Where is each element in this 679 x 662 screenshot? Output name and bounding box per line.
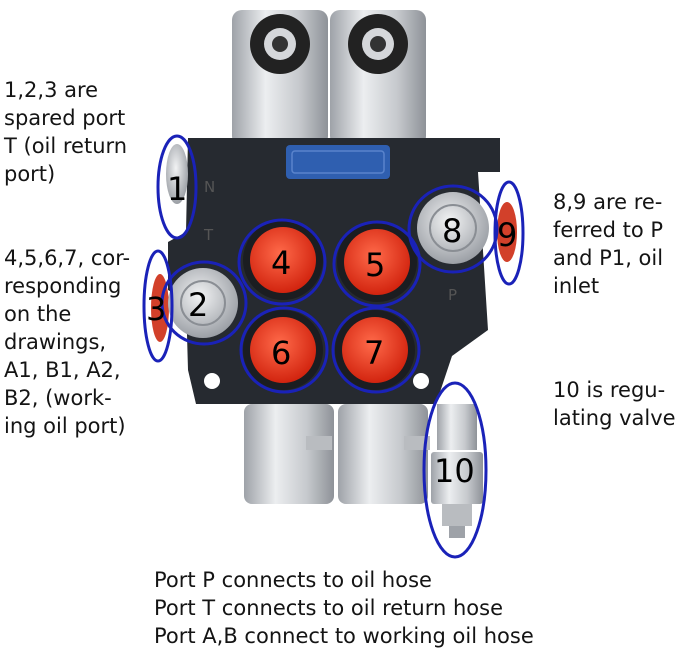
port-3-label: 3 (146, 290, 166, 328)
port-legend: Port P connects to oil hose Port T conne… (154, 566, 679, 650)
port-7-label: 7 (364, 334, 384, 372)
port-6-circle (239, 306, 329, 394)
port-2-circle (160, 260, 248, 346)
port-1-circle (156, 134, 198, 240)
note-line: spared port (4, 106, 126, 130)
note-line: inlet (553, 274, 600, 298)
mark-n: N (204, 178, 215, 196)
spare-ports-note: 1,2,3 are spared port T (oil return port… (4, 76, 154, 188)
port-9-plug (497, 202, 517, 262)
port-10-circle (422, 381, 488, 559)
port-6-label: 6 (271, 334, 291, 372)
port-4-circle (237, 218, 327, 306)
name-plate (286, 145, 390, 179)
port-8-plug (417, 192, 489, 264)
note-line: on the (4, 302, 72, 326)
note-line: 4,5,6,7, cor- (4, 246, 131, 270)
port-9-circle (493, 180, 525, 286)
note-line: 10 is regu- (553, 378, 666, 402)
mount-hole (204, 373, 220, 389)
port-7-circle (331, 306, 421, 394)
port-10-label: 10 (434, 452, 475, 490)
spool-housing-bottom-right (338, 404, 430, 504)
mark-p: P (448, 286, 457, 304)
port-3-circle (142, 249, 174, 363)
port-1-label: 1 (167, 170, 187, 208)
note-line: ferred to P (553, 218, 664, 242)
port-8-circle (407, 184, 499, 274)
port-1-plug (166, 144, 188, 204)
spool-housing-bottom-left (244, 404, 334, 504)
regulating-valve-note: 10 is regu- lating valve (553, 376, 679, 432)
note-line: port) (4, 162, 56, 186)
port-5-label: 5 (365, 246, 385, 284)
port-6-cap (243, 310, 323, 390)
note-line: and P1, oil (553, 246, 664, 270)
regulating-valve (431, 404, 483, 538)
port-2-label: 2 (188, 286, 208, 324)
working-ports-note: 4,5,6,7, cor- responding on the drawings… (4, 244, 154, 440)
port-4-label: 4 (271, 244, 291, 282)
port-7-cap (335, 310, 415, 390)
mount-hole (413, 373, 429, 389)
note-line: 1,2,3 are (4, 78, 99, 102)
legend-line-port-t: Port T connects to oil return hose (154, 596, 503, 620)
note-line: ing oil port) (4, 414, 126, 438)
port-5-circle (332, 220, 422, 308)
note-line: responding (4, 274, 122, 298)
legend-line-port-p: Port P connects to oil hose (154, 568, 432, 592)
note-line: T (oil return (4, 134, 128, 158)
note-line: A1, B1, A2, (4, 358, 121, 382)
note-line: B2, (work- (4, 386, 112, 410)
spool-housing-top-right (330, 10, 426, 146)
port-8-label: 8 (442, 212, 462, 250)
port-4-cap (243, 220, 323, 300)
note-line: 8,9 are re- (553, 190, 663, 214)
port-5-cap (337, 222, 417, 302)
note-line: lating valve (553, 406, 676, 430)
legend-line-port-ab: Port A,B connect to working oil hose (154, 624, 534, 648)
port-2-plug (168, 268, 238, 338)
mark-t: T (203, 226, 214, 244)
spool-housing-top-left (232, 10, 328, 146)
note-line: drawings, (4, 330, 107, 354)
inlet-ports-note: 8,9 are re- ferred to P and P1, oil inle… (553, 188, 679, 300)
port-9-label: 9 (497, 216, 517, 254)
